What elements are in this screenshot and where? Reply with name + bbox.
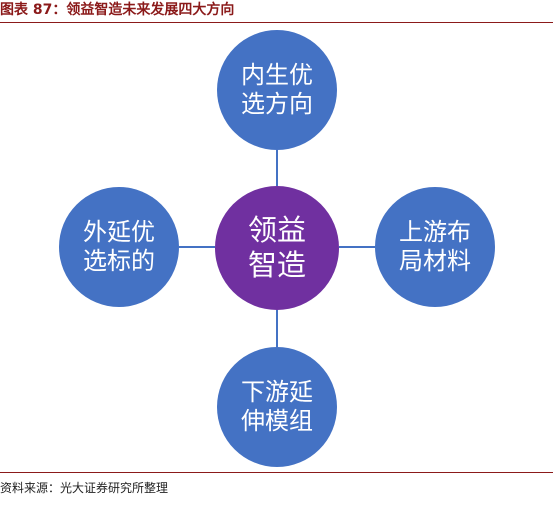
node-top-circle bbox=[217, 30, 337, 150]
node-left-circle bbox=[59, 187, 179, 307]
source-rule bbox=[0, 472, 553, 473]
node-bottom-circle bbox=[217, 347, 337, 467]
source-note: 资料来源：光大证券研究所整理 bbox=[0, 481, 169, 495]
title-rule bbox=[0, 22, 553, 23]
center-circle bbox=[215, 186, 339, 310]
node-right-circle bbox=[375, 187, 495, 307]
figure-title: 图表 87：领益智造未来发展四大方向 bbox=[0, 2, 235, 18]
